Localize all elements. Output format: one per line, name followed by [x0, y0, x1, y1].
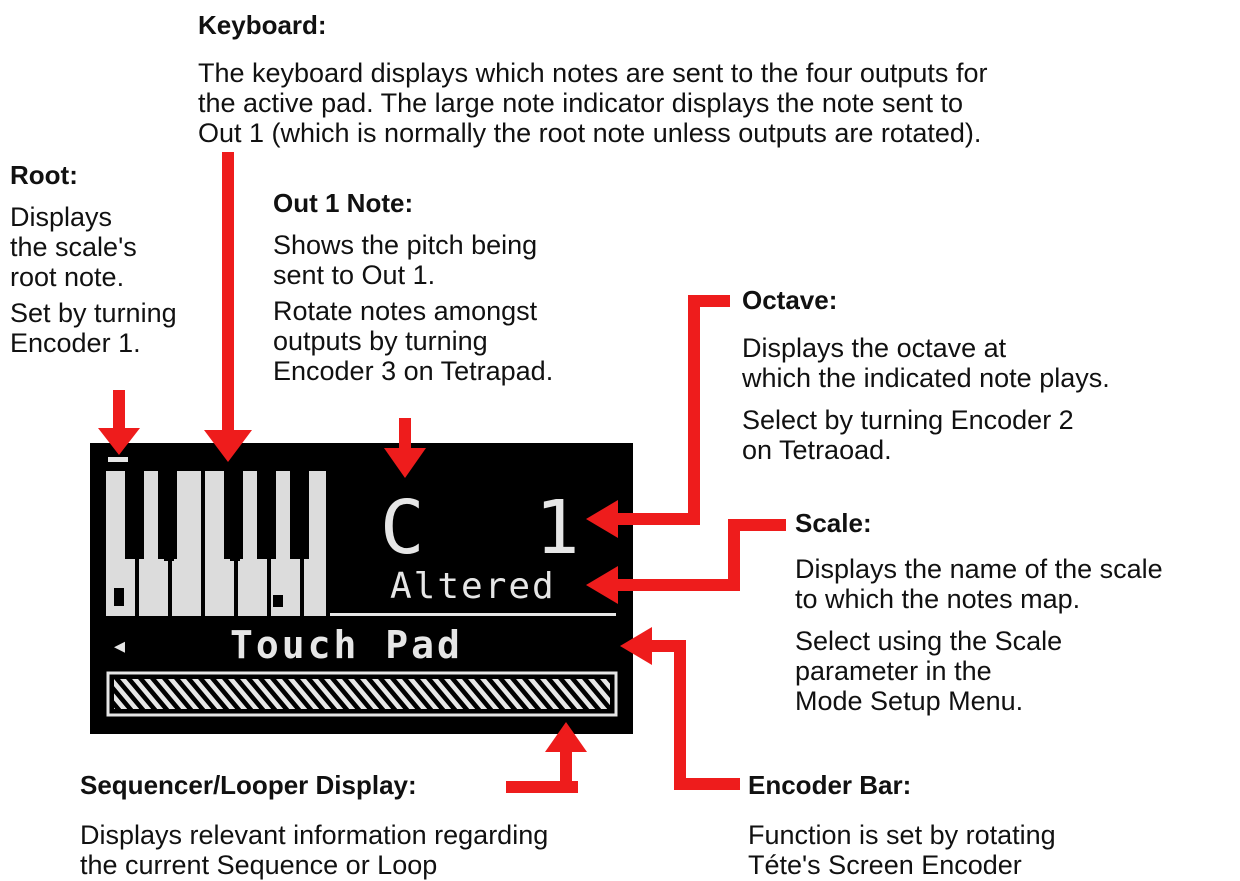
scale-arrow-horizontal	[612, 579, 740, 591]
octave-value: 1	[535, 485, 580, 571]
octave-arrow-horizontal	[612, 513, 700, 525]
annotation-text: Displays the octave at which the indicat…	[742, 333, 1110, 393]
keyboard-graphic	[106, 457, 618, 717]
encoder-arrow-vertical	[674, 640, 686, 790]
root-indicator	[108, 457, 128, 462]
black-key	[224, 471, 243, 559]
scale-arrow-vertical	[728, 519, 740, 591]
annotation-out1-note: Out 1 Note: Shows the pitch being sent t…	[273, 188, 553, 386]
annotation-heading: Octave:	[742, 285, 838, 315]
left-arrow-icon: ◂	[114, 633, 126, 658]
scale-arrow-head	[586, 566, 618, 604]
sequencer-bar-frame	[106, 671, 618, 717]
annotation-text: Select using the Scale parameter in the …	[795, 626, 1063, 716]
annotation-text: Set by turning Encoder 1.	[10, 298, 177, 358]
annotation-text: Select by turning Encoder 2 on Tetraoad.	[742, 405, 1074, 465]
annotation-octave: Octave: Displays the octave at which the…	[742, 285, 1110, 465]
white-key	[304, 471, 326, 616]
encoder-arrow-bottom	[674, 778, 740, 790]
annotation-root: Root: Displays the scale's root note. Se…	[10, 160, 177, 358]
note-marker	[164, 551, 174, 561]
annotation-text: Displays the name of the scale to which …	[795, 554, 1163, 614]
sequencer-arrow-vertical	[560, 745, 572, 793]
oled-screen: C 1 Altered ◂ Touch Pad	[90, 443, 633, 734]
sequencer-bar-fill	[114, 679, 610, 709]
annotation-scale: Scale: Displays the name of the scale to…	[795, 508, 1163, 716]
keyboard-arrow-head	[204, 430, 252, 462]
octave-arrow-head	[586, 500, 618, 538]
encoder-arrow-head	[620, 627, 652, 665]
annotation-heading: Out 1 Note:	[273, 188, 414, 218]
annotation-heading: Keyboard:	[198, 10, 327, 40]
octave-arrow-vertical	[688, 295, 700, 525]
divider-line	[330, 613, 616, 616]
out1-note-value: C	[380, 485, 425, 571]
black-key	[290, 471, 309, 559]
annotation-text: Shows the pitch being sent to Out 1.	[273, 230, 538, 290]
annotation-encoder-bar: Encoder Bar: Function is set by rotating…	[748, 770, 1056, 880]
black-key	[257, 471, 276, 559]
annotation-heading: Sequencer/Looper Display:	[80, 770, 417, 800]
annotation-keyboard: Keyboard: The keyboard displays which no…	[198, 10, 987, 148]
sequencer-arrow-head	[545, 722, 587, 752]
annotation-heading: Encoder Bar:	[748, 770, 912, 800]
scale-arrow-top	[728, 519, 786, 531]
keyboard-arrow-shaft	[222, 152, 234, 437]
encoder-bar-label: Touch Pad	[230, 623, 463, 667]
note-marker	[273, 595, 283, 607]
root-arrow-head	[98, 428, 140, 455]
annotation-heading: Scale:	[795, 508, 872, 538]
black-key	[158, 471, 177, 559]
root-arrow-shaft	[113, 390, 125, 430]
out1-arrow-head	[384, 448, 426, 478]
annotation-text: Displays relevant information regarding …	[80, 820, 549, 880]
annotation-text: Rotate notes amongst outputs by turning …	[273, 296, 554, 386]
annotation-text: Function is set by rotating Téte's Scree…	[748, 820, 1056, 880]
black-key	[125, 471, 144, 559]
note-marker	[230, 551, 240, 561]
annotation-sequencer-display: Sequencer/Looper Display: Displays relev…	[80, 770, 548, 880]
annotation-text: The keyboard displays which notes are se…	[198, 58, 988, 148]
annotation-heading: Root:	[10, 160, 78, 190]
annotation-text: Displays the scale's root note.	[10, 202, 137, 292]
scale-name: Altered	[390, 566, 556, 607]
out1-arrow-shaft	[399, 418, 411, 452]
note-marker	[114, 588, 124, 606]
